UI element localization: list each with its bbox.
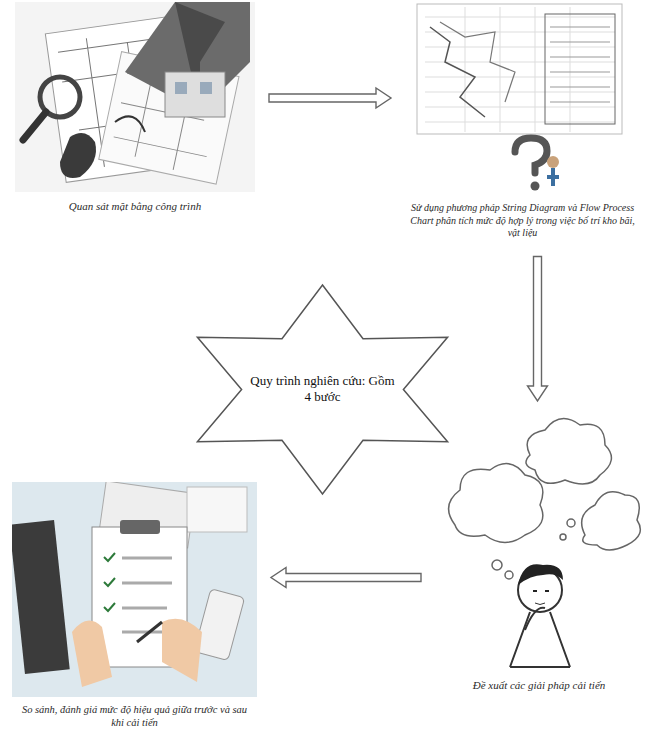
flow-arrow — [528, 257, 548, 402]
step-illustration — [12, 482, 257, 697]
step-box: Quan sát mặt bằng công trình — [15, 2, 255, 217]
step-box: So sánh, đánh giá mức độ hiệu quả giữa t… — [12, 482, 257, 732]
step-box: Đề xuất các giải pháp cải tiến — [435, 415, 643, 696]
star-shape: Quy trình nghiên cứu: Gồm 4 bước — [175, 282, 470, 497]
step-illustration — [405, 2, 640, 196]
step-illustration — [435, 415, 643, 673]
flow-arrow — [269, 88, 391, 108]
center-title: Quy trình nghiên cứu: Gồm 4 bước — [250, 373, 395, 407]
step-caption: Quan sát mặt bằng công trình — [15, 200, 255, 217]
step-caption: Sử dụng phương pháp String Diagram và Fl… — [405, 202, 640, 243]
step-illustration — [15, 2, 255, 194]
step-box: Sử dụng phương pháp String Diagram và Fl… — [405, 2, 640, 243]
step-caption: Đề xuất các giải pháp cải tiến — [435, 679, 643, 696]
step-caption: So sánh, đánh giá mức độ hiệu quả giữa t… — [12, 703, 257, 732]
flow-arrow — [271, 568, 421, 588]
